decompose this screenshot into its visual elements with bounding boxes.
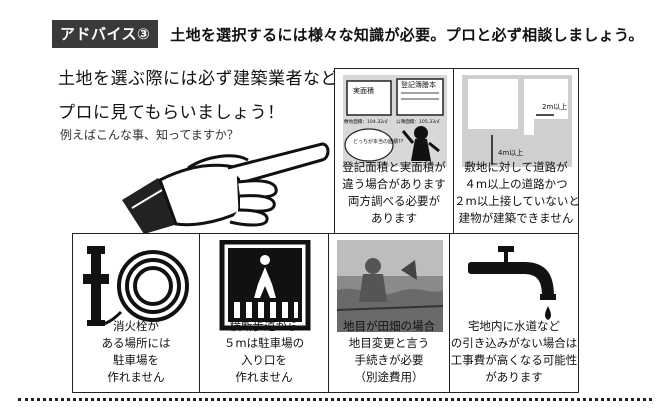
dotted-divider [18, 398, 652, 401]
card-caption: 消火栓がある場所には 駐車場を作れません [101, 319, 171, 384]
intro-line-1: 土地を選ぶ際には必ず建築業者など [58, 69, 338, 89]
card-farmland: 地目が田畑の場合地目変更と言う 手続きが必要（別途費用） [328, 233, 450, 393]
faucet-icon [468, 246, 556, 320]
frontage-label: 2m以上 [542, 102, 567, 111]
question-bubble: どっちが本当の面積?? [353, 138, 404, 145]
register-label: 登記簿謄本 [401, 80, 436, 89]
site-plan-icon: 2m以上 4m以上 [462, 75, 572, 167]
card-caption: 宅地内に水道などの引き込みがない場合は 工事費が高くなる可能性があります [450, 319, 578, 384]
advice-badge: アドバイス③ [52, 20, 159, 48]
crosswalk-sign-icon [219, 240, 311, 331]
site-area-value: 敷地面積：104.32㎡ [344, 118, 388, 125]
card-registered-area: 実面積 登記簿謄本 敷地面積：104.32㎡ 公簿面積：105.33㎡ どっちが… [334, 68, 454, 234]
card-fire-hydrant: 消火栓がある場所には 駐車場を作れません [72, 233, 200, 393]
road-width-label: 4m以上 [498, 148, 523, 157]
pointing-hand-icon [122, 142, 330, 234]
fire-hydrant-icon [83, 246, 189, 326]
document-comparison-icon: 実面積 登記簿謄本 敷地面積：104.32㎡ 公簿面積：105.33㎡ どっちが… [343, 75, 447, 167]
card-water-supply: 宅地内に水道などの引き込みがない場合は 工事費が高くなる可能性があります [449, 233, 579, 393]
actual-area-label: 実面積 [353, 86, 374, 95]
headline: 土地を選択するには様々な知識が必要。プロと必ず相談しましょう。 [170, 25, 644, 44]
intro-line-2: プロに見てもらいましょう！ [58, 103, 285, 123]
card-caption: 登記面積と実面積が違う場合があります 両方調べる必要があります [342, 160, 446, 225]
section-header: アドバイス③ 土地を選択するには様々な知識が必要。プロと必ず相談しましょう。 [52, 20, 644, 48]
card-caption: 地目が田畑の場合地目変更と言う 手続きが必要（別途費用） [343, 319, 435, 384]
registered-area-value: 公簿面積：105.33㎡ [396, 118, 440, 125]
intro-line-3: 例えばこんな事、知ってますか？ [60, 128, 239, 142]
farmland-photo-icon [337, 240, 443, 332]
